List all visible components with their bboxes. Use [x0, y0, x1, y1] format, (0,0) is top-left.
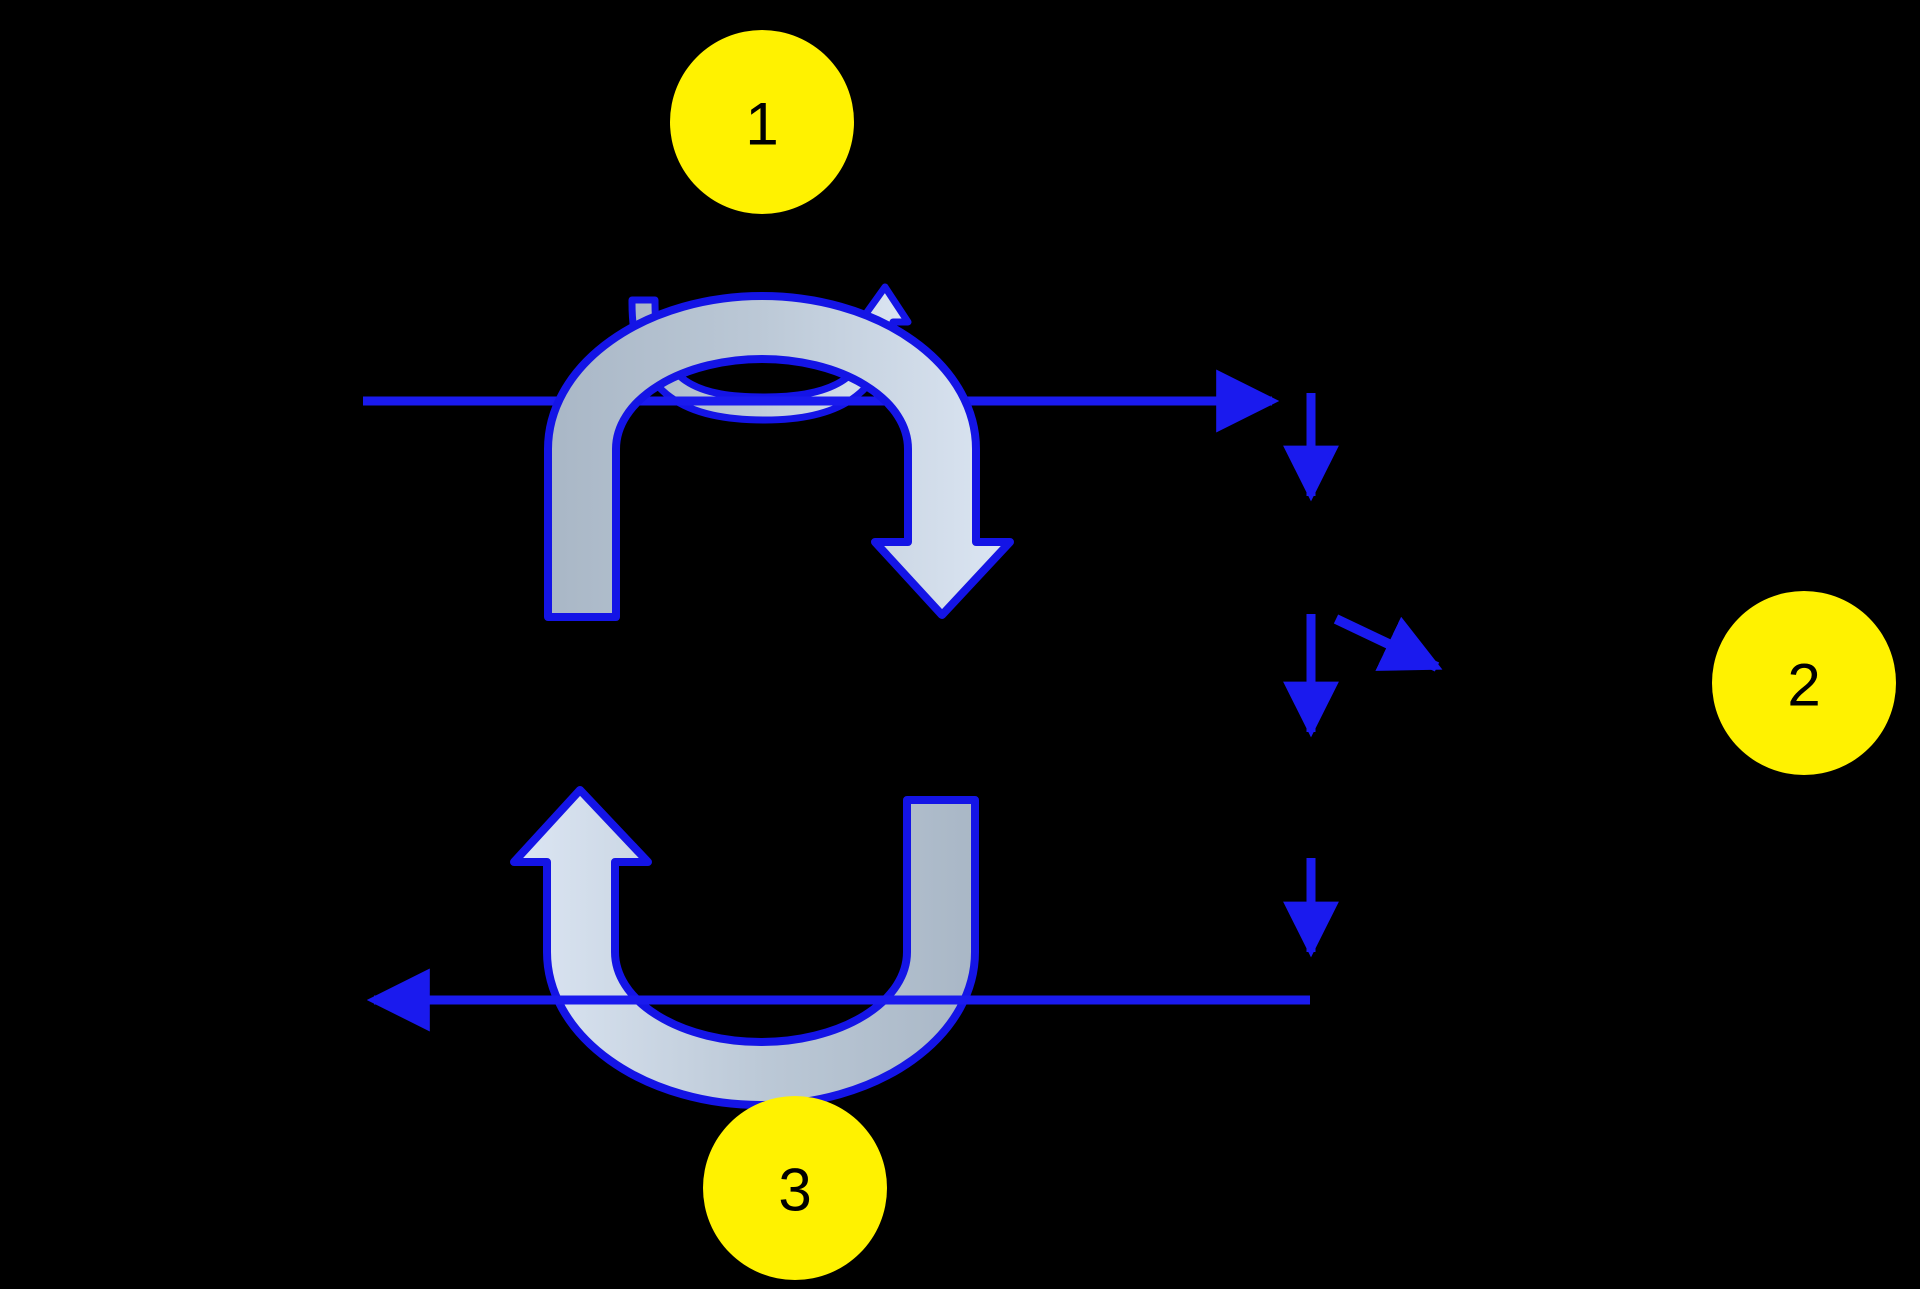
node-1-label: 1 [745, 91, 778, 158]
diagonal-branch-arrow [1333, 614, 1443, 672]
node-3[interactable]: 3 [703, 1096, 887, 1280]
node-1[interactable]: 1 [670, 30, 854, 214]
node-1-circle[interactable] [670, 30, 854, 214]
large-arc-ribbon-arrow-bottom [510, 786, 979, 1109]
node-2[interactable]: 2 [1712, 591, 1896, 775]
node-2-circle[interactable] [1712, 591, 1896, 775]
node-3-label: 3 [778, 1157, 811, 1224]
node-3-circle[interactable] [703, 1096, 887, 1280]
node-2-label: 2 [1787, 652, 1820, 719]
large-arc-ribbon-arrow-top [544, 292, 1014, 621]
